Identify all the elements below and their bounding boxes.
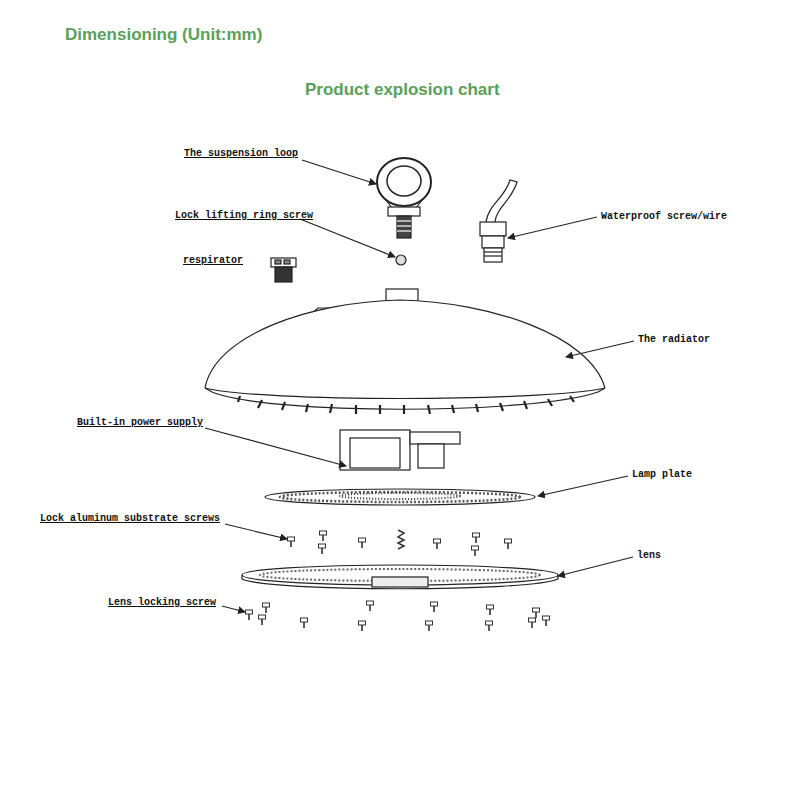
part-label: Built-in power supply	[77, 417, 203, 429]
part-label: The radiator	[638, 334, 710, 346]
part-label: Lock lifting ring screw	[175, 210, 313, 222]
part-label: respirator	[183, 255, 243, 267]
part-label: lens	[637, 550, 661, 562]
part-label: The suspension loop	[184, 148, 298, 160]
part-label: Lens locking screw	[108, 597, 216, 609]
chart-title: Product explosion chart	[305, 80, 500, 100]
part-label: Lock aluminum substrate screws	[40, 513, 220, 525]
part-label: Lamp plate	[632, 469, 692, 481]
section-heading: Dimensioning (Unit:mm)	[65, 25, 262, 45]
part-label: Waterproof screw/wire	[601, 211, 727, 223]
